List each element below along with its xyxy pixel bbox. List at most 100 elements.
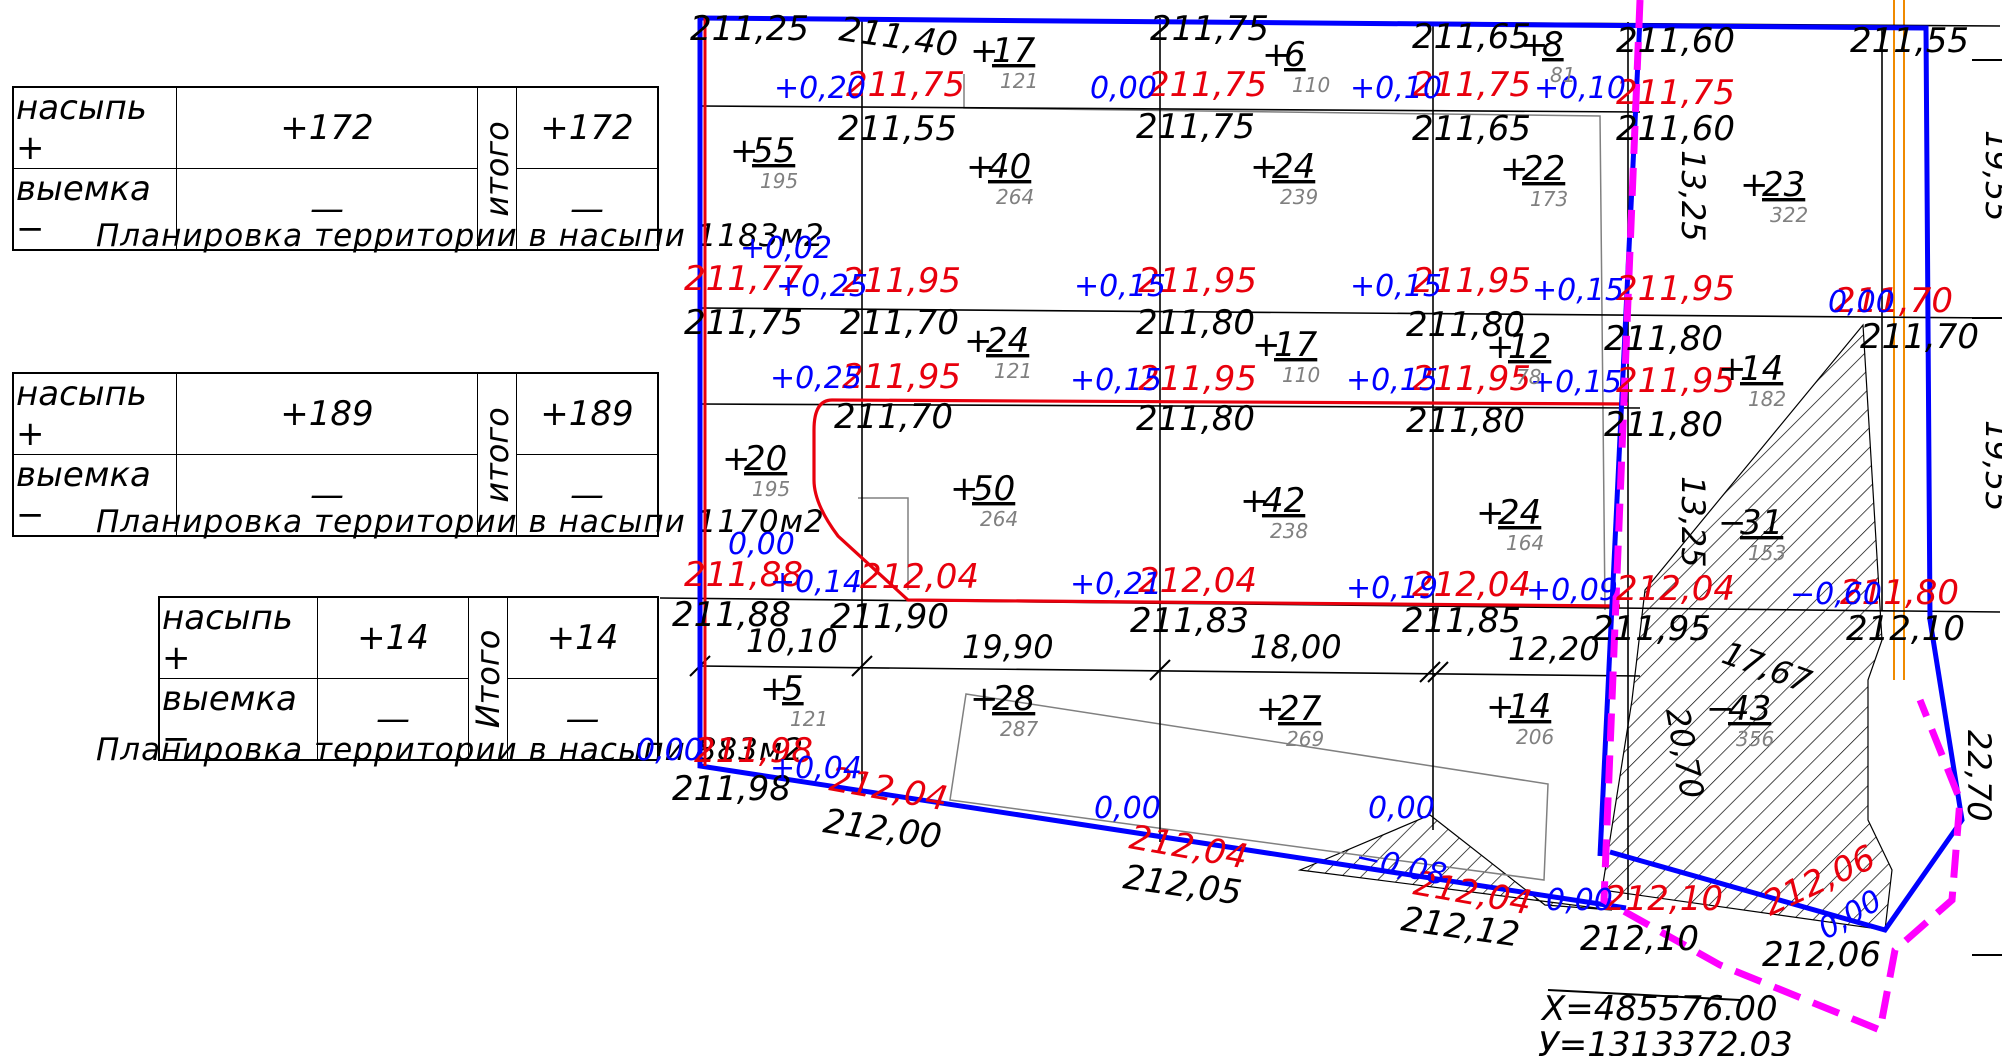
existing-elevation: 211,75 <box>1150 9 1269 49</box>
dimension-label: 13,25 <box>1674 150 1712 242</box>
earthwork-table-2: насыпь + +189 итого +189 выемка − — — <box>12 372 659 537</box>
total-fill-value: +14 <box>507 596 659 679</box>
existing-elevation: 211,80 <box>1406 305 1525 345</box>
total-cut-value: — <box>516 454 659 537</box>
cell-volume: 55 <box>752 131 795 171</box>
cell-volume-sign: + <box>1256 689 1285 729</box>
work-elevation: +0,09 <box>1526 573 1618 608</box>
cell-volume: 23 <box>1762 165 1805 205</box>
existing-elevation: 211,65 <box>1412 109 1531 149</box>
total-label: Итого <box>468 596 508 761</box>
fill-value: +172 <box>176 86 478 169</box>
existing-elevation: 212,10 <box>1580 919 1699 959</box>
work-elevation: +0,14 <box>770 565 862 600</box>
building-outline <box>858 497 909 590</box>
total-fill-value: +172 <box>516 86 659 169</box>
cell-area: 81 <box>1550 63 1575 87</box>
design-elevation: 211,77 <box>684 259 803 299</box>
existing-elevation: 211,95 <box>1592 609 1711 649</box>
cell-volume-sign: + <box>760 669 789 709</box>
cell-volume: 12 <box>1508 327 1551 367</box>
work-elevation: +0,25 <box>770 361 862 396</box>
cell-volume: 27 <box>1278 689 1322 729</box>
cut-value: — <box>176 454 478 537</box>
design-elevation: 211,75 <box>1412 65 1531 105</box>
design-elevation: 211,95 <box>1138 261 1257 301</box>
design-elevation: 211,95 <box>1138 359 1257 399</box>
work-elevation: 0,00 <box>636 733 703 768</box>
design-elevation: 211,95 <box>842 357 961 397</box>
design-elevation: 211,98 <box>694 731 813 771</box>
design-elevation: 211,75 <box>846 65 965 105</box>
cell-volume-sign: + <box>1486 327 1515 367</box>
cell-volume-sign: + <box>1718 349 1747 389</box>
work-elevation: +0,15 <box>1070 363 1162 398</box>
cell-volume: 24 <box>1498 493 1541 533</box>
work-elevation: +0,19 <box>1346 571 1438 606</box>
cell-area: 121 <box>994 359 1032 383</box>
work-elevation: 0,00 <box>728 527 795 562</box>
cell-volume: 50 <box>972 469 1015 509</box>
cell-volume-sign: + <box>950 469 979 509</box>
design-contour <box>812 398 1629 608</box>
design-elevation: 211,70 <box>1834 281 1953 321</box>
existing-elevation: 211,90 <box>830 597 949 637</box>
cut-label: выемка − <box>12 168 177 251</box>
cut-value: — <box>176 168 478 251</box>
site-boundary <box>697 18 1627 911</box>
table-3-caption: Планировка территории в насыпи 883м2 <box>96 732 804 768</box>
existing-elevation: 211,60 <box>1616 21 1735 61</box>
dimension-label: 10,10 <box>746 622 838 660</box>
total-label: итого <box>477 86 517 251</box>
cell-area: 195 <box>752 477 790 501</box>
existing-elevation: 211,88 <box>672 595 791 635</box>
cell-area: 78 <box>1516 365 1541 389</box>
cell-area: 264 <box>996 185 1034 209</box>
existing-elevation: 211,80 <box>1136 399 1255 439</box>
cell-area: 287 <box>1000 717 1038 741</box>
grid <box>659 17 2001 900</box>
cell-area: 110 <box>1292 73 1330 97</box>
cell-volume-sign: + <box>1486 687 1515 727</box>
design-elevation: 212,10 <box>1604 879 1723 919</box>
cut-hatch-area <box>1601 323 1893 931</box>
work-elevation: +0,02 <box>740 231 832 266</box>
work-elevation: +0,15 <box>1532 273 1624 308</box>
cell-volume: 17 <box>992 31 1036 71</box>
design-elevation: 211,75 <box>1616 73 1735 113</box>
cell-area: 322 <box>1770 203 1808 227</box>
fill-label: насыпь + <box>12 372 177 455</box>
work-elevation: 0,00 <box>1828 285 1895 320</box>
cell-area: 153 <box>1748 541 1786 565</box>
design-elevation: 211,95 <box>1616 361 1735 401</box>
total-label: итого <box>477 372 517 537</box>
cell-volume: 20 <box>744 439 787 479</box>
design-elevation: 211,75 <box>1148 65 1267 105</box>
design-elevation: 211,95 <box>842 261 961 301</box>
dimension-label: 12,20 <box>1508 630 1600 668</box>
existing-elevation: 211,80 <box>1604 319 1723 359</box>
existing-elevation: 211,60 <box>1616 109 1735 149</box>
coordinate-y: У=1313372.03 <box>1538 1025 1793 1056</box>
existing-elevation: 211,85 <box>1402 601 1521 641</box>
work-elevation: 0,00 <box>1094 791 1161 826</box>
existing-elevation: 211,80 <box>1604 405 1723 445</box>
work-elevation: +0,15 <box>1350 269 1442 304</box>
total-fill-value: +189 <box>516 372 659 455</box>
cell-volume-sign: + <box>1740 165 1769 205</box>
dimension-label: 18,00 <box>1250 628 1342 666</box>
building-outline <box>963 74 1606 611</box>
existing-elevation: 212,06 <box>1762 935 1881 975</box>
cut-label: выемка − <box>12 454 177 537</box>
work-elevation: +0,10 <box>1350 71 1442 106</box>
work-elevation: +0,15 <box>1074 269 1166 304</box>
cell-volume: 17 <box>1274 325 1318 365</box>
cell-volume-sign: − <box>1706 689 1735 729</box>
work-elevation: +0,10 <box>1534 71 1626 106</box>
design-elevation: 212,04 <box>1138 561 1257 601</box>
cell-area: 110 <box>1282 363 1320 387</box>
cell-volume-sign: + <box>1520 25 1549 65</box>
existing-elevation: 211,65 <box>1412 17 1531 57</box>
total-cut-value: — <box>516 168 659 251</box>
cell-area: 121 <box>790 707 828 731</box>
